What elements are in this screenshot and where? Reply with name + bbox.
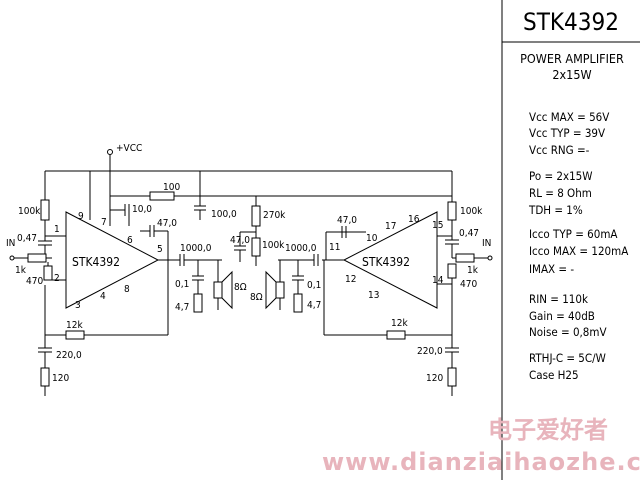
left-10-label: 10,0: [132, 204, 152, 215]
left-pin-6: 6: [127, 235, 133, 246]
left-470-label: 470: [26, 276, 43, 287]
right-speaker-cone: [265, 270, 277, 310]
right-12k-label: 12k: [391, 318, 408, 329]
left-12k-label: 12k: [66, 320, 83, 331]
vcc-terminal: [107, 149, 113, 155]
left-in-terminal: [9, 255, 15, 261]
right-speaker-label: 8Ω: [250, 292, 263, 303]
right-in-label: IN: [482, 238, 491, 249]
right-1000-label: 1000,0: [285, 243, 317, 254]
left-1k-label: 1k: [15, 265, 27, 276]
spec-noise: Noise = 0,8mV: [529, 325, 607, 339]
power-text: 2x15W: [552, 67, 591, 82]
right-speaker-body: [275, 281, 285, 299]
right-01-label: 0,1: [307, 280, 321, 291]
spec-imax: IMAX = -: [529, 262, 574, 276]
left-047-label: 0,47: [17, 233, 37, 244]
right-pin-14: 14: [432, 275, 444, 286]
left-120-label: 120: [52, 373, 69, 384]
left-01-label: 0,1: [175, 279, 189, 290]
part-number-title: STK4392: [523, 8, 619, 36]
left-100k-resistor: [40, 199, 50, 221]
spec-vcc-max: Vcc MAX = 56V: [529, 110, 609, 124]
spec-vcc-typ: Vcc TYP = 39V: [529, 126, 605, 140]
left-12k-resistor: [65, 330, 85, 340]
spec-rin: RIN = 110k: [529, 292, 588, 306]
left-470-resistor: [43, 265, 53, 281]
right-amplifier: STK4392 11 10 17 16 15 12 13 14: [329, 211, 444, 309]
r100-label: 100: [163, 182, 180, 193]
description-text: POWER AMPLIFIER: [520, 51, 624, 66]
right-pin-16: 16: [408, 214, 420, 225]
right-470-label: 470: [460, 279, 477, 290]
right-pin-15: 15: [432, 220, 443, 231]
r100k-mid-label: 100k: [262, 240, 285, 251]
right-120-label: 120: [426, 373, 443, 384]
right-12k-resistor: [386, 330, 406, 340]
right-120-resistor: [447, 367, 457, 387]
left-amp-triangle: [65, 211, 160, 309]
right-in-terminal: [487, 255, 493, 261]
spec-icco-typ: Icco TYP = 60mA: [529, 227, 617, 241]
right-1k-resistor: [455, 253, 475, 263]
left-4-7-label: 4,7: [175, 302, 189, 313]
left-pin-3: 3: [75, 300, 81, 311]
right-100k-resistor: [447, 201, 457, 221]
vcc-label: +VCC: [116, 143, 142, 154]
left-1000-label: 1000,0: [180, 243, 212, 254]
r270k-label: 270k: [263, 210, 286, 221]
r270k-resistor: [251, 205, 261, 227]
right-220-label: 220,0: [417, 346, 443, 357]
right-047-label: 0,47: [459, 228, 479, 239]
left-pin-5: 5: [157, 244, 163, 255]
left-120-resistor: [40, 367, 50, 387]
r100k-mid-resistor: [251, 237, 261, 257]
right-pin-10: 10: [366, 233, 378, 244]
spec-case: Case H25: [529, 368, 579, 382]
left-speaker-label: 8Ω: [234, 282, 247, 293]
right-chip-label: STK4392: [362, 255, 410, 269]
spec-tdh: TDH = 1%: [528, 203, 583, 217]
r100-resistor: [149, 191, 175, 201]
spec-list: Vcc MAX = 56V Vcc TYP = 39V Vcc RNG =- P…: [528, 110, 628, 382]
left-amplifier: STK4392 9 7 6 5 1 2 3 4 8: [54, 211, 163, 311]
left-pin-4: 4: [100, 291, 106, 302]
left-220-label: 220,0: [56, 350, 82, 361]
spec-po: Po = 2x15W: [529, 169, 593, 183]
left-100k-label: 100k: [18, 206, 41, 217]
left-speaker-cone: [221, 270, 233, 310]
left-pin-9: 9: [78, 211, 84, 222]
left-47-label: 47,0: [157, 218, 177, 229]
spec-vcc-rng: Vcc RNG =-: [529, 143, 590, 157]
watermark-url: www.dianziaihaozhe.com: [322, 448, 640, 476]
spec-rthj: RTHJ-C = 5C/W: [529, 351, 606, 365]
left-pin-8: 8: [124, 284, 130, 295]
left-1k-resistor: [27, 253, 47, 263]
right-amp-triangle: [342, 211, 438, 309]
right-470-resistor: [447, 263, 457, 279]
watermark-cn: 电子爱好者: [488, 415, 608, 444]
left-pin-1: 1: [54, 224, 60, 235]
left-speaker-body: [213, 281, 223, 299]
left-chip-label: STK4392: [72, 255, 120, 269]
c100-label: 100,0: [211, 209, 237, 220]
left-in-label: IN: [6, 238, 15, 249]
spec-gain: Gain = 40dB: [529, 309, 595, 323]
left-pin-2: 2: [54, 273, 60, 284]
right-pin-12: 12: [345, 274, 356, 285]
right-47-label: 47,0: [337, 215, 357, 226]
right-pin-17: 17: [385, 221, 396, 232]
left-pin-7: 7: [101, 217, 107, 228]
right-pin-13: 13: [368, 290, 379, 301]
right-1k-label: 1k: [467, 265, 479, 276]
right-4-7-resistor: [293, 293, 303, 313]
right-4-7-label: 4,7: [307, 300, 321, 311]
right-100k-label: 100k: [460, 206, 483, 217]
left-4-7-resistor: [193, 293, 203, 313]
right-pin-11: 11: [329, 242, 340, 253]
spec-rl: RL = 8 Ohm: [529, 186, 592, 200]
spec-icco-max: Icco MAX = 120mA: [529, 244, 628, 258]
